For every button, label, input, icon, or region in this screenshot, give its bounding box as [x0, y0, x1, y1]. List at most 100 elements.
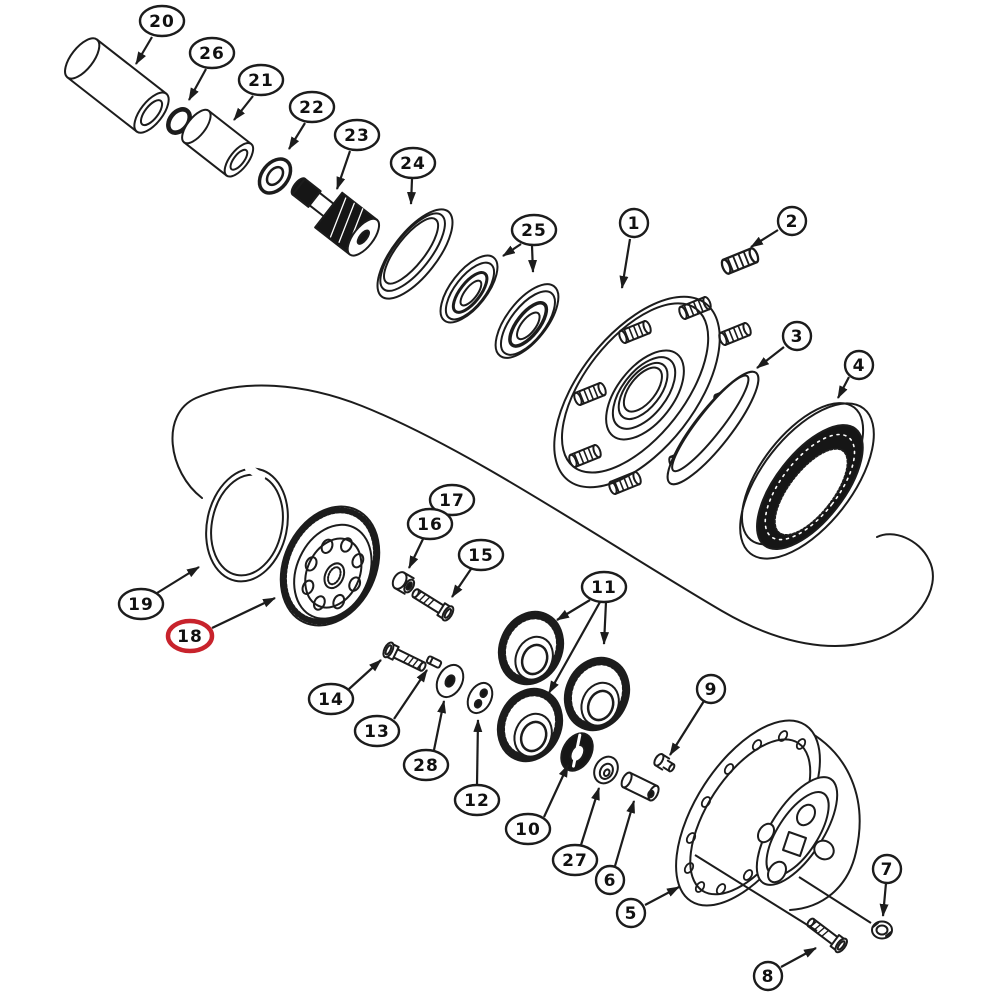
callout-23[interactable]: 23: [333, 118, 381, 190]
callout-bubble[interactable]: [504, 812, 552, 846]
part-dowel-pin: [620, 771, 660, 802]
part-sleeve-outer: [64, 37, 170, 134]
part-bearing-cone-10: [560, 732, 594, 772]
callout-bubble[interactable]: [781, 320, 813, 352]
callout-24[interactable]: 24: [389, 146, 437, 205]
callout-arrow: [600, 601, 610, 645]
callout-25[interactable]: 25: [502, 213, 558, 273]
leader-line: [694, 854, 818, 932]
callout-14[interactable]: 14: [307, 659, 382, 716]
callout-bubble[interactable]: [406, 507, 454, 541]
callout-19[interactable]: 19: [117, 566, 200, 621]
callout-9[interactable]: 9: [669, 673, 727, 756]
axle-housing-outline-curve: [171, 384, 934, 647]
callout-15[interactable]: 15: [451, 538, 505, 598]
callout-4[interactable]: 4: [837, 349, 875, 399]
callout-arrow: [613, 800, 636, 867]
callout-11[interactable]: 11: [548, 570, 628, 694]
part-washer-27: [593, 755, 619, 785]
callout-bubble[interactable]: [402, 748, 450, 782]
callout-bubble[interactable]: [333, 118, 381, 152]
callout-5[interactable]: 5: [615, 886, 680, 929]
callout-arrow: [644, 886, 680, 906]
callout-16[interactable]: 16: [406, 507, 454, 569]
callout-bubble[interactable]: [237, 63, 285, 97]
callout-bubble[interactable]: [188, 36, 236, 70]
callout-bubble[interactable]: [428, 483, 476, 517]
callout-bubble[interactable]: [353, 714, 401, 748]
callout-arrow: [288, 122, 306, 150]
callout-bubble[interactable]: [580, 570, 628, 604]
callout-number: 21: [248, 71, 274, 91]
callout-number: 7: [881, 860, 894, 880]
callout-8[interactable]: 8: [752, 947, 817, 992]
callout-bubble[interactable]: [389, 146, 437, 180]
part-planet-gear: [488, 602, 575, 695]
callout-3[interactable]: 3: [756, 320, 813, 369]
callout-arrow: [335, 150, 352, 190]
callout-1[interactable]: 1: [618, 207, 650, 289]
part-snap-ring: [205, 464, 289, 583]
callout-bubble[interactable]: [551, 843, 599, 877]
callout-20[interactable]: 20: [135, 4, 186, 65]
callout-27[interactable]: 27: [551, 787, 601, 877]
callout-bubble[interactable]: [695, 673, 727, 705]
part-cover-disc: [666, 370, 760, 486]
part-plug-9: [653, 753, 676, 773]
callout-arrow: [543, 764, 569, 818]
callout-arrow: [619, 238, 632, 289]
callout-arrow: [393, 669, 428, 720]
callout-arrow: [669, 700, 705, 756]
callout-bubble[interactable]: [288, 90, 336, 124]
callout-arrow: [528, 245, 538, 273]
callout-arrow: [879, 882, 889, 917]
callout-number: 20: [149, 12, 175, 32]
callout-bubble[interactable]: [453, 783, 501, 817]
callout-number: 22: [299, 98, 325, 118]
callout-bubble[interactable]: [618, 207, 650, 239]
part-ring-gear: [739, 402, 875, 560]
callout-number: 13: [364, 722, 390, 742]
callout-bubble[interactable]: [615, 897, 647, 929]
callout-22[interactable]: 22: [288, 90, 336, 150]
callout-number: 27: [562, 851, 588, 871]
callout-bubble[interactable]: [138, 4, 186, 38]
callout-bubble[interactable]: [871, 853, 903, 885]
part-carrier-housing: [675, 719, 861, 911]
callout-bubble[interactable]: [843, 349, 875, 381]
callout-12[interactable]: 12: [453, 719, 501, 817]
callout-number: 14: [318, 690, 344, 710]
callout-number: 8: [762, 967, 775, 987]
callout-28[interactable]: 28: [402, 700, 450, 782]
callout-bubble[interactable]: [776, 205, 808, 237]
callout-bubble[interactable]: [457, 538, 505, 572]
callout-10[interactable]: 10: [504, 764, 569, 846]
callout-bubble[interactable]: [752, 960, 784, 992]
part-washer-28: [435, 663, 465, 699]
callout-7[interactable]: 7: [871, 853, 903, 917]
callout-26[interactable]: 26: [188, 36, 236, 101]
callout-arrow: [432, 700, 447, 751]
callout-arrow: [548, 601, 601, 694]
callout-18[interactable]: 18: [165, 597, 276, 654]
callout-2[interactable]: 2: [750, 205, 808, 248]
callout-arrow: [837, 376, 850, 399]
callout-number: 26: [199, 44, 225, 64]
part-wheel-stud: [718, 246, 762, 276]
callout-bubble[interactable]: [510, 213, 558, 247]
callout-number: 28: [413, 756, 439, 776]
callout-21[interactable]: 21: [233, 63, 285, 121]
callout-bubble[interactable]: [594, 864, 626, 896]
callout-number: 10: [515, 820, 541, 840]
callout-number: 6: [604, 871, 617, 891]
callout-bubble[interactable]: [165, 618, 215, 654]
callout-17[interactable]: 17: [428, 483, 476, 517]
callout-bubble[interactable]: [117, 587, 165, 621]
callout-bubble[interactable]: [307, 682, 355, 716]
part-bolt-8: [803, 913, 851, 956]
callout-13[interactable]: 13: [353, 669, 428, 748]
callout-number: 24: [400, 154, 426, 174]
callout-6[interactable]: 6: [594, 800, 636, 896]
